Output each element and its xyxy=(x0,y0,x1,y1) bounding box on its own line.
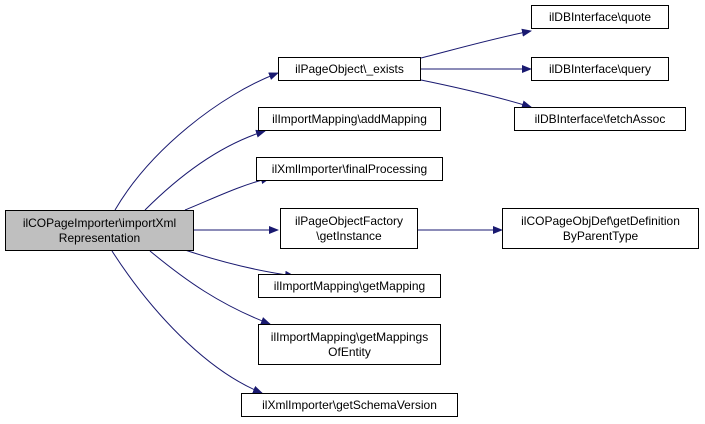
edge-root-to-final-processing xyxy=(184,176,271,211)
node-get-definition-by-parent-type-line-1: ilCOPageObjDef\getDefinition xyxy=(521,213,680,228)
node-db-fetch-assoc-label: ilDBInterface\fetchAssoc xyxy=(534,111,666,126)
node-db-fetch-assoc[interactable]: ilDBInterface\fetchAssoc xyxy=(514,107,686,131)
node-db-quote[interactable]: ilDBInterface\quote xyxy=(531,5,669,29)
node-get-mappings-of-entity-line-2: OfEntity xyxy=(328,344,371,359)
edge-root-to-get-schema-version xyxy=(111,250,263,394)
node-get-schema-version[interactable]: ilXmlImporter\getSchemaVersion xyxy=(241,393,458,417)
edge-root-to-get-mappings-of-entity xyxy=(149,250,271,325)
node-final-processing[interactable]: ilXmlImporter\finalProcessing xyxy=(256,157,443,181)
node-get-definition-by-parent-type[interactable]: ilCOPageObjDef\getDefinition ByParentTyp… xyxy=(502,208,699,249)
node-db-query-label: ilDBInterface\query xyxy=(548,61,652,76)
node-page-object-exists[interactable]: ilPageObject\_exists xyxy=(278,57,421,81)
node-add-mapping-label: ilImportMapping\addMapping xyxy=(272,111,427,126)
edge-root-to-page-object-exists xyxy=(114,72,279,211)
node-add-mapping[interactable]: ilImportMapping\addMapping xyxy=(258,107,441,131)
node-get-mapping-label: ilImportMapping\getMapping xyxy=(273,278,426,293)
node-final-processing-label: ilXmlImporter\finalProcessing xyxy=(271,161,428,176)
node-page-object-exists-label: ilPageObject\_exists xyxy=(295,61,404,76)
node-get-instance-line-2: \getInstance xyxy=(316,228,382,243)
edge-page-object-exists-to-db-fetch-assoc xyxy=(420,79,532,109)
node-get-instance-line-1: ilPageObjectFactory xyxy=(294,213,404,228)
node-get-schema-version-label: ilXmlImporter\getSchemaVersion xyxy=(262,397,437,412)
edge-root-to-add-mapping xyxy=(144,129,266,211)
node-root-importxmlrepresentation: ilCOPageImporter\importXml Representatio… xyxy=(5,210,194,251)
node-get-mappings-of-entity-line-1: ilImportMapping\getMappings xyxy=(270,329,429,344)
node-db-query[interactable]: ilDBInterface\query xyxy=(531,57,669,81)
node-get-mappings-of-entity[interactable]: ilImportMapping\getMappings OfEntity xyxy=(258,324,441,365)
edge-page-object-exists-to-db-quote xyxy=(420,28,532,59)
edge-root-to-get-mapping xyxy=(184,249,295,279)
node-root-line-1: ilCOPageImporter\importXml xyxy=(22,215,177,230)
node-get-definition-by-parent-type-line-2: ByParentType xyxy=(562,228,639,243)
node-root-line-2: Representation xyxy=(58,230,141,245)
node-get-instance[interactable]: ilPageObjectFactory \getInstance xyxy=(280,208,418,249)
node-get-mapping[interactable]: ilImportMapping\getMapping xyxy=(258,274,441,298)
node-db-quote-label: ilDBInterface\quote xyxy=(548,9,652,24)
